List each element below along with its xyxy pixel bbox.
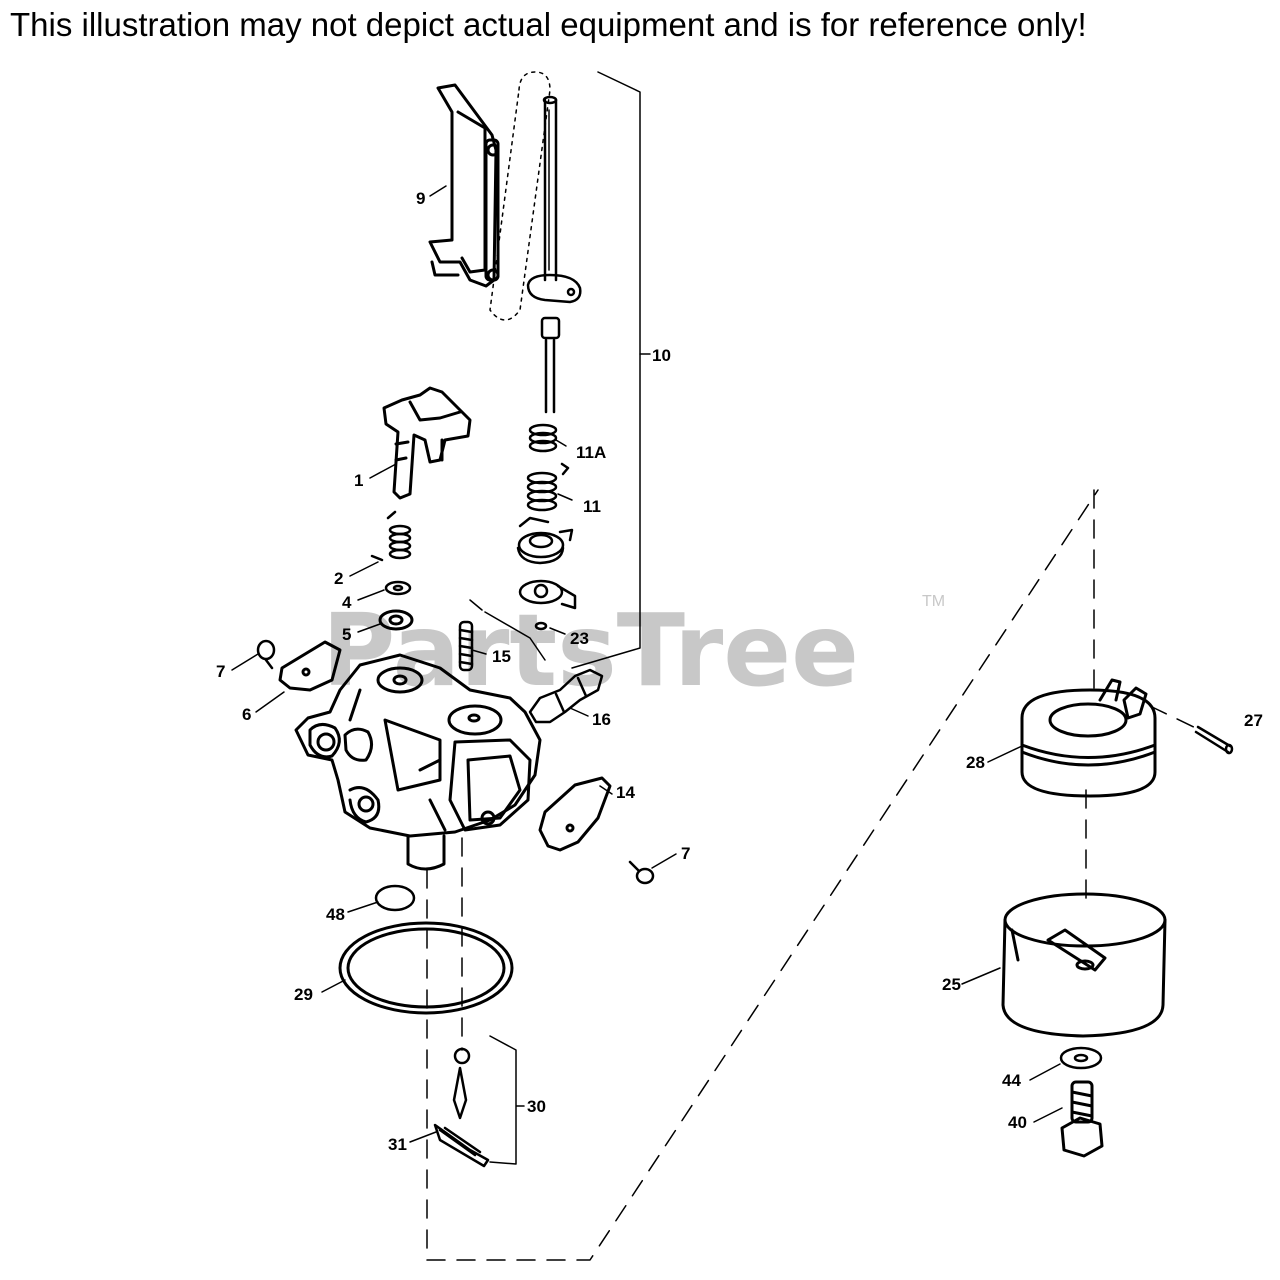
leader-lines — [231, 185, 1063, 1143]
label-29: 29 — [294, 985, 313, 1004]
assembly-dashed-lines — [426, 489, 1201, 1261]
label-25: 25 — [942, 975, 961, 994]
label-44: 44 — [1002, 1071, 1021, 1090]
label-5: 5 — [342, 625, 351, 644]
part-11-spring — [526, 462, 570, 512]
label-1: 1 — [354, 471, 363, 490]
label-2: 2 — [334, 569, 343, 588]
callout-labels: 9 10 11A 1 11 2 4 5 23 15 7 6 16 14 7 48… — [216, 189, 1263, 1154]
label-11: 11 — [583, 497, 601, 516]
part-1-choke-lever — [382, 386, 472, 500]
bracket-30 — [489, 1035, 525, 1165]
part-14-throttle-plate — [538, 776, 612, 852]
label-11a: 11A — [576, 443, 606, 462]
label-40: 40 — [1008, 1113, 1027, 1132]
part-2-spring — [370, 510, 412, 562]
part-10-throttle-shaft — [526, 95, 582, 414]
part-7-screw-lower — [628, 860, 655, 885]
label-4: 4 — [342, 593, 352, 612]
part-28-float — [1020, 678, 1157, 798]
label-7-lower: 7 — [681, 844, 690, 863]
part-6-choke-plate — [278, 640, 342, 692]
label-10: 10 — [652, 346, 671, 365]
part-30-needle — [452, 1047, 471, 1120]
part-31-clip — [433, 1123, 490, 1168]
part-48-disc — [374, 884, 416, 912]
part-9-bracket — [428, 83, 500, 288]
part-11a-spring — [528, 423, 558, 453]
label-31: 31 — [388, 1135, 407, 1154]
disclaimer-text: This illustration may not depict actual … — [10, 6, 1087, 43]
throttle-lever-upper — [516, 516, 574, 565]
part-40-bolt — [1060, 1080, 1104, 1158]
label-7-upper: 7 — [216, 662, 225, 681]
label-27: 27 — [1244, 711, 1263, 730]
part-7-screw-upper — [256, 639, 276, 670]
part-15-screw — [458, 620, 474, 672]
label-16: 16 — [592, 710, 611, 729]
label-30: 30 — [527, 1097, 546, 1116]
dotted-outline-shaft — [489, 71, 551, 321]
label-9: 9 — [416, 189, 425, 208]
part-44-washer — [1059, 1046, 1103, 1070]
throttle-lever-lower — [518, 579, 577, 631]
part-5-seal — [378, 609, 414, 631]
carburetor-nozzle — [406, 834, 446, 871]
label-28: 28 — [966, 753, 985, 772]
label-14: 14 — [616, 783, 635, 802]
bracket-10 — [469, 71, 651, 669]
carburetor-body — [294, 653, 542, 838]
label-48: 48 — [326, 905, 345, 924]
label-15: 15 — [492, 647, 511, 666]
label-23: 23 — [570, 629, 589, 648]
part-16-fitting — [528, 668, 604, 724]
watermark-trademark: TM — [922, 593, 945, 610]
part-4-washer — [384, 580, 412, 596]
label-6: 6 — [242, 705, 251, 724]
part-25-float-bowl — [1001, 892, 1167, 1038]
part-27-pin — [1194, 725, 1234, 755]
part-29-gasket-ring — [338, 921, 514, 1015]
